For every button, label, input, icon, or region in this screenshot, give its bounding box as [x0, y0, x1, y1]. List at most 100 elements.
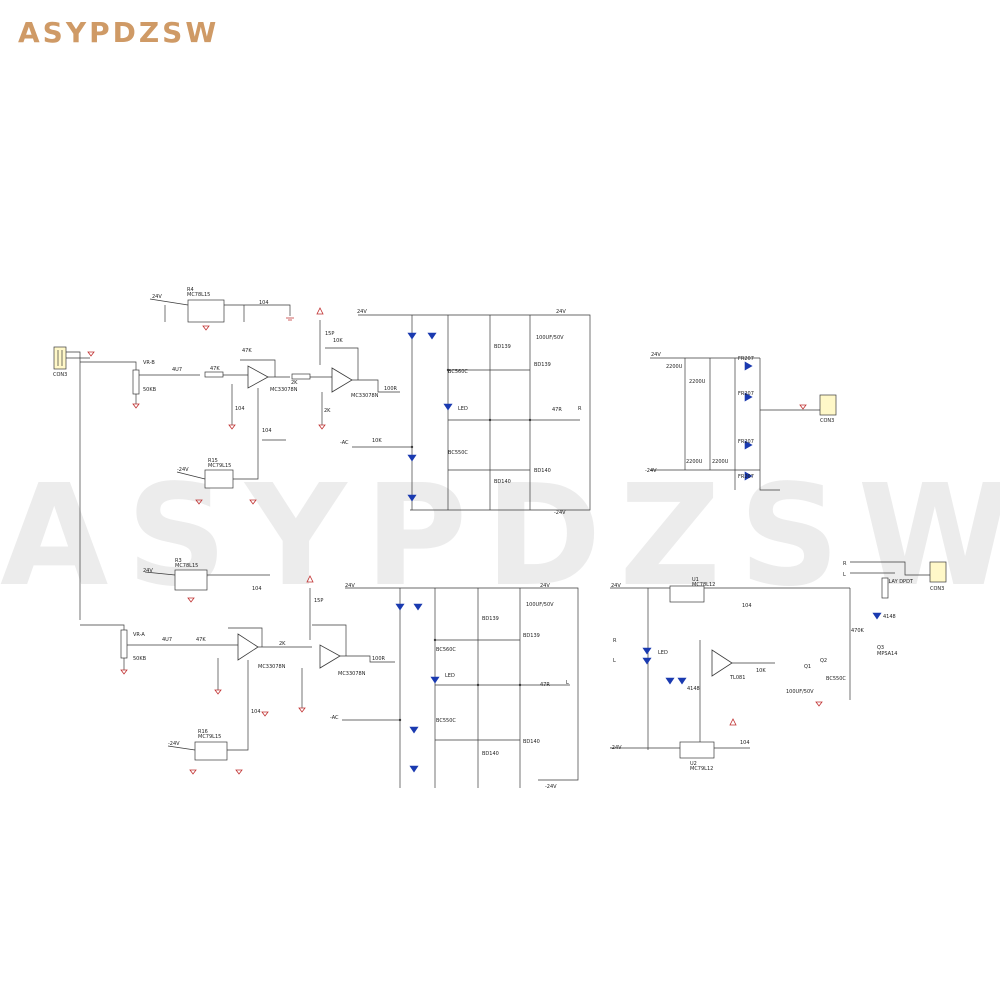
svg-text:FR207: FR207	[738, 439, 754, 445]
regulator-prot-pos	[669, 585, 705, 603]
svg-text:100UF/50V: 100UF/50V	[786, 689, 814, 695]
connector-label-input: CON3	[53, 372, 67, 378]
svg-text:2200U: 2200U	[686, 459, 703, 465]
svg-text:R15: R15	[208, 458, 218, 464]
svg-text:MC33078N: MC33078N	[258, 664, 286, 670]
svg-text:47R: 47R	[552, 407, 562, 413]
svg-text:R: R	[578, 406, 582, 412]
svg-text:R3: R3	[175, 558, 182, 564]
svg-text:L: L	[566, 680, 569, 686]
svg-text:MC79L12: MC79L12	[690, 766, 713, 772]
svg-text:FR207: FR207	[738, 474, 754, 480]
svg-text:VR-A: VR-A	[133, 632, 145, 638]
opamp-top-1	[247, 365, 269, 389]
svg-text:BD139: BD139	[482, 616, 499, 622]
regulator-prot-neg	[679, 741, 715, 759]
svg-text:47K: 47K	[196, 637, 206, 643]
regulator-bottom-pos	[174, 569, 208, 591]
svg-text:15P: 15P	[314, 598, 323, 604]
svg-text:47K: 47K	[210, 366, 220, 372]
svg-text:24V: 24V	[540, 583, 550, 589]
svg-text:10K: 10K	[333, 338, 343, 344]
svg-text:BC560C: BC560C	[448, 369, 468, 375]
brand-logo: ASYPDZSW	[18, 16, 220, 49]
svg-text:-24V: -24V	[545, 784, 557, 790]
regulator-top-neg	[204, 469, 234, 489]
svg-text:2200U: 2200U	[689, 379, 706, 385]
svg-text:-24V: -24V	[645, 468, 657, 474]
svg-text:104: 104	[259, 300, 269, 306]
top-channel: R4 MC78L15 24V 104 VR-B 50KB 4U7 47K MC3…	[80, 287, 591, 516]
svg-text:470K: 470K	[851, 628, 865, 634]
svg-text:50KB: 50KB	[143, 387, 157, 393]
svg-text:U2: U2	[690, 761, 697, 767]
svg-text:FR207: FR207	[738, 391, 754, 397]
connector-label-power: CON3	[820, 418, 834, 424]
svg-text:FR207: FR207	[738, 356, 754, 362]
svg-text:24V: 24V	[556, 309, 566, 315]
svg-text:BC550C: BC550C	[436, 718, 456, 724]
svg-text:BC550C: BC550C	[448, 450, 468, 456]
svg-text:104: 104	[235, 406, 245, 412]
svg-text:MC33078N: MC33078N	[338, 671, 366, 677]
regulator-bottom-neg	[194, 741, 228, 761]
svg-text:24V: 24V	[651, 352, 661, 358]
svg-text:-24V: -24V	[177, 467, 189, 473]
svg-text:R: R	[613, 638, 617, 644]
svg-text:100UF/50V: 100UF/50V	[536, 335, 564, 341]
svg-text:Q1: Q1	[804, 664, 811, 670]
svg-text:2K: 2K	[279, 641, 286, 647]
svg-text:4148: 4148	[883, 614, 896, 620]
svg-text:L: L	[843, 572, 846, 578]
svg-text:BD139: BD139	[523, 633, 540, 639]
svg-text:R: R	[843, 561, 847, 567]
bottom-channel: R3 MC78L15 24V 104 VR-A 50KB 4U7 47K MC3…	[80, 558, 579, 790]
svg-text:BD140: BD140	[494, 479, 511, 485]
svg-text:-24V: -24V	[610, 745, 622, 751]
svg-text:R16: R16	[198, 729, 208, 735]
svg-text:LED: LED	[458, 406, 468, 412]
watermark: ASYPDZSW	[0, 455, 1000, 618]
svg-text:2K: 2K	[291, 380, 298, 386]
svg-text:104: 104	[252, 586, 262, 592]
svg-text:MC79L15: MC79L15	[208, 463, 231, 469]
svg-text:2K: 2K	[324, 408, 331, 414]
svg-text:MC78L15: MC78L15	[187, 292, 210, 298]
opamp-top-2	[331, 367, 353, 393]
svg-text:BC550C: BC550C	[826, 676, 846, 682]
svg-text:24V: 24V	[345, 583, 355, 589]
svg-text:MC78L12: MC78L12	[692, 582, 715, 588]
svg-text:104: 104	[742, 603, 752, 609]
svg-text:MPSA14: MPSA14	[877, 651, 897, 657]
svg-text:-AC: -AC	[330, 715, 339, 721]
svg-text:24V: 24V	[143, 568, 153, 574]
svg-text:-24V: -24V	[168, 741, 180, 747]
svg-text:4U7: 4U7	[162, 637, 172, 643]
volume-pot-bottom	[120, 629, 128, 659]
input-connector: CON3	[53, 346, 95, 620]
svg-text:104: 104	[251, 709, 261, 715]
svg-text:BD139: BD139	[534, 362, 551, 368]
svg-text:100R: 100R	[384, 386, 398, 392]
svg-text:15P: 15P	[325, 331, 334, 337]
opamp-protect	[711, 649, 733, 677]
svg-text:BD140: BD140	[482, 751, 499, 757]
connector-label-output: CON3	[930, 586, 944, 592]
svg-text:L: L	[613, 658, 616, 664]
svg-text:Q3: Q3	[877, 645, 884, 651]
svg-text:-24V: -24V	[554, 510, 566, 516]
svg-text:2200U: 2200U	[666, 364, 683, 370]
opamp-bottom-2	[319, 644, 341, 669]
svg-text:BD140: BD140	[534, 468, 551, 474]
svg-text:MC79L15: MC79L15	[198, 734, 221, 740]
svg-text:4148: 4148	[687, 686, 700, 692]
svg-text:U1: U1	[692, 577, 699, 583]
svg-text:BC560C: BC560C	[436, 647, 456, 653]
svg-text:47K: 47K	[242, 348, 252, 354]
svg-text:BD140: BD140	[523, 739, 540, 745]
svg-text:10K: 10K	[756, 668, 766, 674]
svg-text:-AC: -AC	[340, 440, 349, 446]
svg-text:BD139: BD139	[494, 344, 511, 350]
opamp-bottom-1	[237, 633, 259, 661]
svg-text:Q2: Q2	[820, 658, 827, 664]
